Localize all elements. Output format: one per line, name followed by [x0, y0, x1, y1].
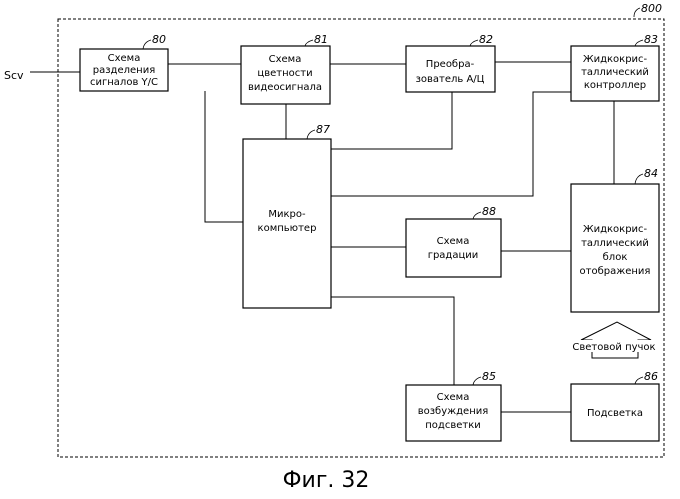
- block-85-leader: [473, 377, 481, 385]
- wire-87-85: [331, 297, 454, 385]
- block-83-line-2: таллический: [581, 67, 649, 78]
- block-84-line-3: блок: [603, 252, 628, 263]
- wire-83-87: [331, 92, 571, 196]
- wire-82-87: [331, 92, 452, 149]
- block-82-line-2: зователь А/Ц: [416, 74, 485, 85]
- block-82-line-1: Преобра-: [426, 59, 475, 70]
- wires: [168, 62, 614, 412]
- wire-80-87: [205, 91, 243, 222]
- frame-ref-leader: [634, 8, 640, 17]
- input-signal-label: Scv: [4, 69, 24, 82]
- block-88-line-1: Схема: [437, 236, 470, 247]
- block-82-leader: [470, 40, 478, 46]
- block-80-line-2: разделения: [93, 65, 155, 76]
- block-85-ref: 85: [482, 370, 496, 383]
- block-88-line-2: градации: [428, 250, 479, 261]
- block-87-line-2: компьютер: [258, 223, 317, 234]
- block-84-line-4: отображения: [580, 266, 651, 277]
- block-88-gradation-circuit: [406, 219, 501, 277]
- block-81-leader: [305, 40, 313, 46]
- block-86-leader: [635, 377, 643, 384]
- block-84-leader: [635, 174, 643, 184]
- block-80-leader: [143, 40, 151, 49]
- block-82-ref: 82: [479, 33, 493, 46]
- block-85-line-2: возбуждения: [418, 406, 489, 417]
- block-83-leader: [635, 40, 643, 46]
- block-81-line-3: видеосигнала: [248, 82, 322, 93]
- block-86-line-1: Подсветка: [587, 408, 643, 419]
- block-84-line-1: Жидкокрис-: [583, 224, 648, 235]
- block-85-line-1: Схема: [437, 392, 470, 403]
- block-87-leader: [307, 130, 315, 139]
- block-80-line-3: сигналов Y/C: [90, 77, 158, 88]
- figure-caption: Фиг. 32: [283, 468, 370, 493]
- block-84-line-2: таллический: [581, 238, 649, 249]
- block-88-leader: [473, 212, 481, 219]
- block-81-ref: 81: [314, 33, 328, 46]
- block-87-line-1: Микро-: [268, 209, 306, 220]
- block-86-ref: 86: [644, 370, 658, 383]
- block-83-line-1: Жидкокрис-: [583, 54, 648, 65]
- frame-ref-label: 800: [641, 2, 662, 15]
- block-80-ref: 80: [152, 33, 166, 46]
- block-83-ref: 83: [644, 33, 658, 46]
- block-84-ref: 84: [644, 167, 658, 180]
- light-beam-label: Световой пучок: [572, 342, 655, 353]
- block-81-line-1: Схема: [269, 54, 302, 65]
- block-81-line-2: цветности: [257, 68, 312, 79]
- block-88-ref: 88: [482, 205, 496, 218]
- block-83-line-3: контроллер: [584, 80, 646, 91]
- block-87-ref: 87: [316, 123, 330, 136]
- block-80-line-1: Схема: [108, 53, 141, 64]
- block-85-line-3: подсветки: [425, 420, 480, 431]
